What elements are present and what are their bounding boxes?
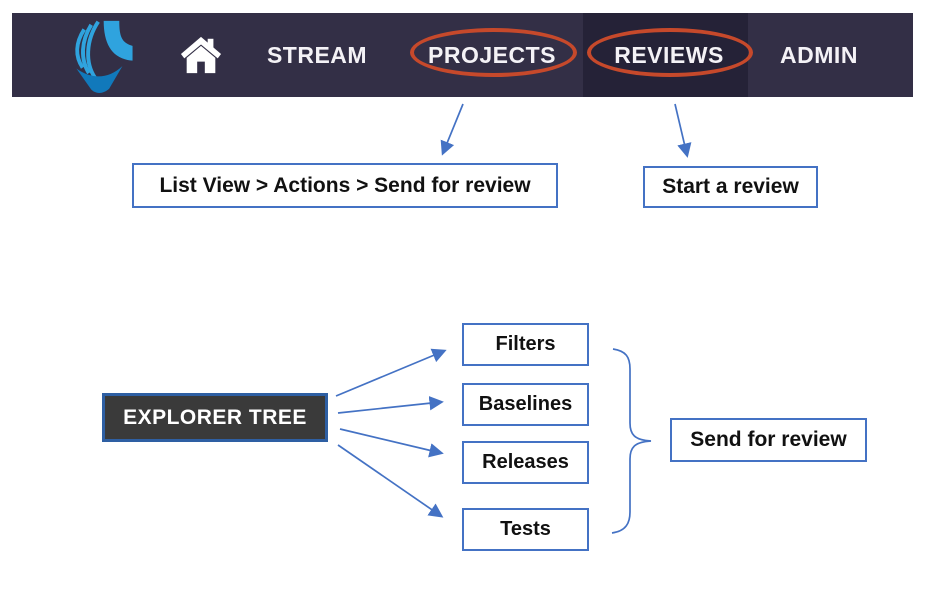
nav-item-admin[interactable]: ADMIN xyxy=(780,42,858,68)
jama-connect-logo-icon[interactable] xyxy=(60,17,138,95)
target-box-releases: Releases xyxy=(462,441,589,484)
arrow-explorer-to-filters xyxy=(335,348,447,397)
reviews-flow-callout: Start a review xyxy=(643,166,818,208)
explorer-tree-node: EXPLORER TREE xyxy=(102,393,328,442)
arrow-reviews-to-callout xyxy=(674,103,692,158)
send-for-review-result-box: Send for review xyxy=(670,418,867,462)
arrow-projects-to-callout xyxy=(440,103,464,156)
home-icon[interactable] xyxy=(178,34,224,76)
arrow-explorer-to-tests xyxy=(337,444,444,518)
target-box-baselines: Baselines xyxy=(462,383,589,426)
grouping-brace xyxy=(611,348,652,534)
nav-item-stream[interactable]: STREAM xyxy=(266,42,368,68)
top-navbar: STREAM PROJECTS REVIEWS ADMIN xyxy=(12,13,913,97)
target-box-filters: Filters xyxy=(462,323,589,366)
reviews-highlight-ellipse xyxy=(587,28,753,77)
target-box-tests: Tests xyxy=(462,508,589,551)
projects-flow-callout: List View > Actions > Send for review xyxy=(132,163,558,208)
arrow-explorer-to-releases xyxy=(339,428,444,458)
arrow-explorer-to-baselines xyxy=(337,396,444,414)
projects-highlight-ellipse xyxy=(410,28,577,77)
